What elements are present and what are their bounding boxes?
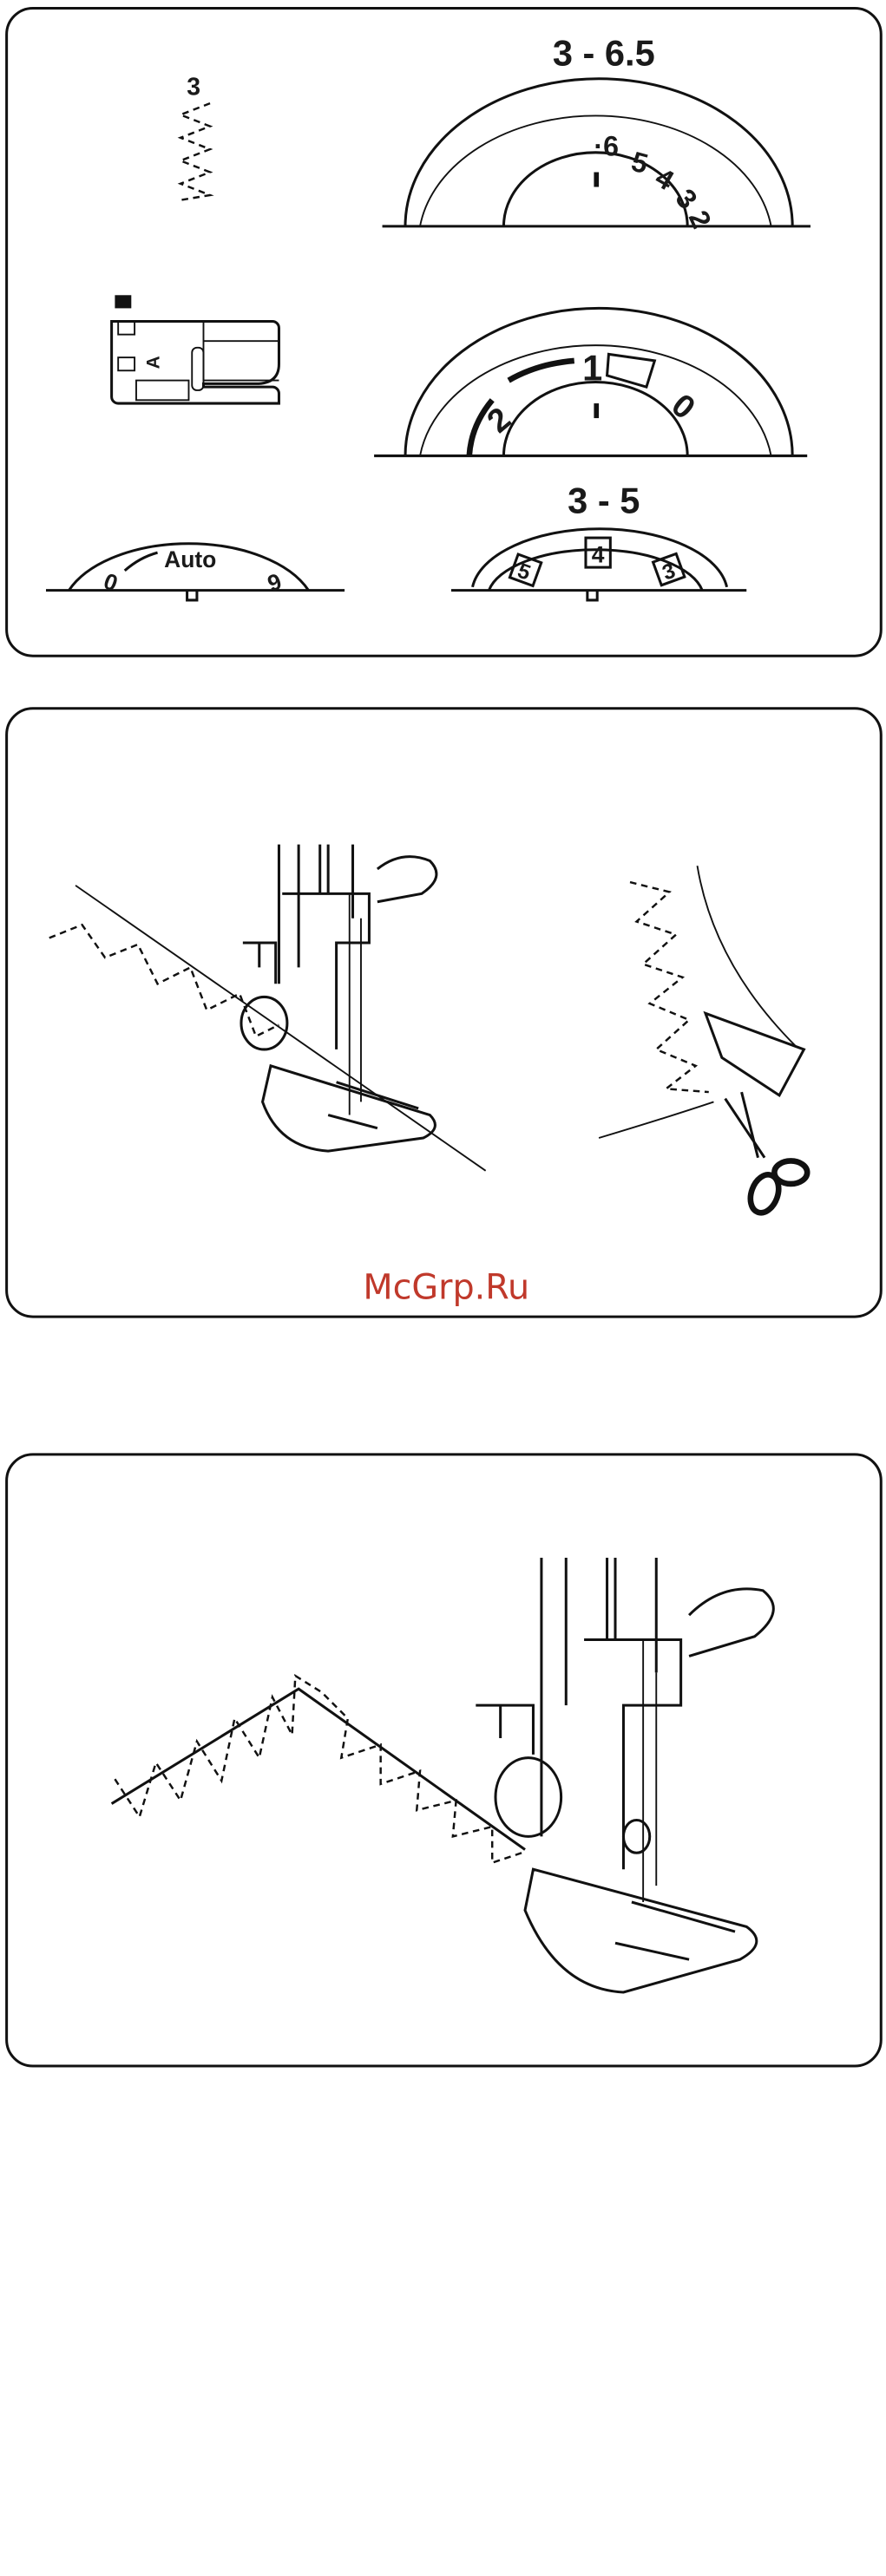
stitch-width-dial: 3 - 6.5 ·6 5 4 3 2 <box>382 33 811 233</box>
straight-stitch-line <box>110 1687 526 1851</box>
stitch-number: 3 <box>187 74 200 101</box>
corner-sewing-panel <box>5 1453 883 2068</box>
svg-text:3 - 5: 3 - 5 <box>568 481 640 521</box>
svg-text:0: 0 <box>665 387 702 427</box>
presser-foot-a-icon: A <box>110 295 280 405</box>
svg-text:4: 4 <box>592 541 605 567</box>
sewing-illustration-panel: McGrp.Ru <box>5 707 883 1318</box>
tension-dial: 2 1 0 <box>374 306 808 458</box>
svg-text:9: 9 <box>264 568 285 597</box>
svg-text:2: 2 <box>481 401 518 441</box>
svg-text:·6: ·6 <box>594 131 619 162</box>
stitch-length-dial: Auto 0 9 <box>45 542 345 602</box>
settings-panel: 3 A 3 - 6.5 ·6 5 4 3 2 <box>5 6 883 657</box>
zigzag-stitch-line <box>49 923 279 1038</box>
svg-text:5: 5 <box>515 559 534 585</box>
presser-pressure-dial: 3 - 5 4 5 3 <box>450 481 747 602</box>
watermark: McGrp.Ru <box>363 1267 529 1307</box>
zigzag-stitch-icon <box>177 101 214 201</box>
svg-text:3 - 6.5: 3 - 6.5 <box>553 33 655 74</box>
zigzag-stitch-line <box>114 1673 522 1865</box>
svg-text:A: A <box>143 356 163 369</box>
svg-text:1: 1 <box>582 348 602 389</box>
svg-text:3: 3 <box>660 559 679 585</box>
svg-text:0: 0 <box>101 568 121 597</box>
svg-text:2: 2 <box>683 206 718 232</box>
scissors-icon <box>724 1091 811 1216</box>
svg-text:5: 5 <box>628 146 652 180</box>
svg-text:Auto: Auto <box>164 546 216 572</box>
presser-foot-illustration <box>240 844 438 1153</box>
zigzag-stitch-edge <box>629 880 709 1094</box>
presser-foot-illustration <box>476 1557 775 1994</box>
